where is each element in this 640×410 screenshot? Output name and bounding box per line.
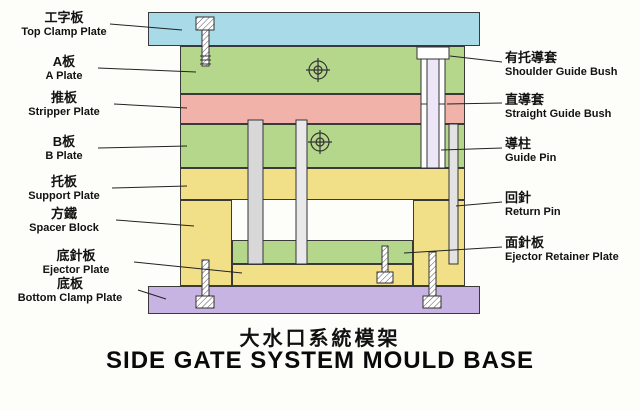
label-bottom-clamp-plate: 底板 Bottom Clamp Plate	[4, 276, 136, 305]
top-clamp-plate	[148, 12, 480, 46]
label-ejector-plate-en: Ejector Plate	[42, 263, 110, 276]
label-stripper-plate: 推板 Stripper Plate	[8, 90, 120, 119]
label-b-plate-zh: B板	[52, 134, 76, 149]
label-b-plate-en: B Plate	[45, 149, 83, 162]
spacer-block-right	[413, 200, 465, 286]
label-bottom-clamp-plate-zh: 底板	[56, 276, 83, 291]
label-ejector-retainer-plate-en: Ejector Retainer Plate	[505, 250, 619, 263]
label-return-pin: 回針 Return Pin	[505, 190, 637, 219]
label-stripper-plate-zh: 推板	[50, 90, 77, 105]
label-straight-guide-bush-zh: 直導套	[505, 92, 545, 107]
label-top-clamp-plate: 工字板 Top Clamp Plate	[8, 10, 120, 39]
label-support-plate-en: Support Plate	[28, 189, 100, 202]
label-shoulder-guide-bush: 有托導套 Shoulder Guide Bush	[505, 50, 637, 79]
label-spacer-block-en: Spacer Block	[29, 221, 99, 234]
label-spacer-block-zh: 方鐵	[50, 206, 77, 221]
label-straight-guide-bush-en: Straight Guide Bush	[505, 107, 612, 120]
label-spacer-block: 方鐵 Spacer Block	[8, 206, 120, 235]
support-plate	[180, 168, 465, 200]
label-a-plate: A板 A Plate	[8, 54, 120, 83]
label-guide-pin: 導柱 Guide Pin	[505, 136, 637, 165]
label-a-plate-en: A Plate	[45, 69, 83, 82]
label-ejector-plate-zh: 底針板	[56, 248, 96, 263]
label-return-pin-en: Return Pin	[505, 205, 561, 218]
label-guide-pin-zh: 導柱	[505, 136, 532, 151]
label-support-plate: 托板 Support Plate	[8, 174, 120, 203]
b-plate	[180, 124, 465, 168]
label-guide-pin-en: Guide Pin	[505, 151, 557, 164]
label-b-plate: B板 B Plate	[8, 134, 120, 163]
label-a-plate-zh: A板	[52, 54, 76, 69]
label-ejector-plate: 底針板 Ejector Plate	[20, 248, 132, 277]
ejector-retainer-plate	[232, 240, 413, 264]
label-ejector-retainer-plate: 面針板 Ejector Retainer Plate	[505, 235, 637, 264]
a-plate	[180, 46, 465, 94]
ejector-plate	[232, 264, 413, 286]
label-ejector-retainer-plate-zh: 面針板	[505, 235, 545, 250]
title-english: SIDE GATE SYSTEM MOULD BASE	[106, 347, 534, 374]
label-bottom-clamp-plate-en: Bottom Clamp Plate	[17, 291, 123, 304]
stripper-plate	[180, 94, 465, 124]
label-top-clamp-plate-en: Top Clamp Plate	[21, 25, 107, 38]
label-stripper-plate-en: Stripper Plate	[28, 105, 100, 118]
label-return-pin-zh: 回針	[505, 190, 532, 205]
label-top-clamp-plate-zh: 工字板	[44, 10, 84, 25]
label-shoulder-guide-bush-en: Shoulder Guide Bush	[505, 65, 618, 78]
bottom-clamp-plate	[148, 286, 480, 314]
label-straight-guide-bush: 直導套 Straight Guide Bush	[505, 92, 637, 121]
label-support-plate-zh: 托板	[50, 174, 77, 189]
label-shoulder-guide-bush-zh: 有托導套	[505, 50, 558, 65]
spacer-block-left	[180, 200, 232, 286]
title-chinese: 大水口系統模架	[239, 328, 401, 350]
